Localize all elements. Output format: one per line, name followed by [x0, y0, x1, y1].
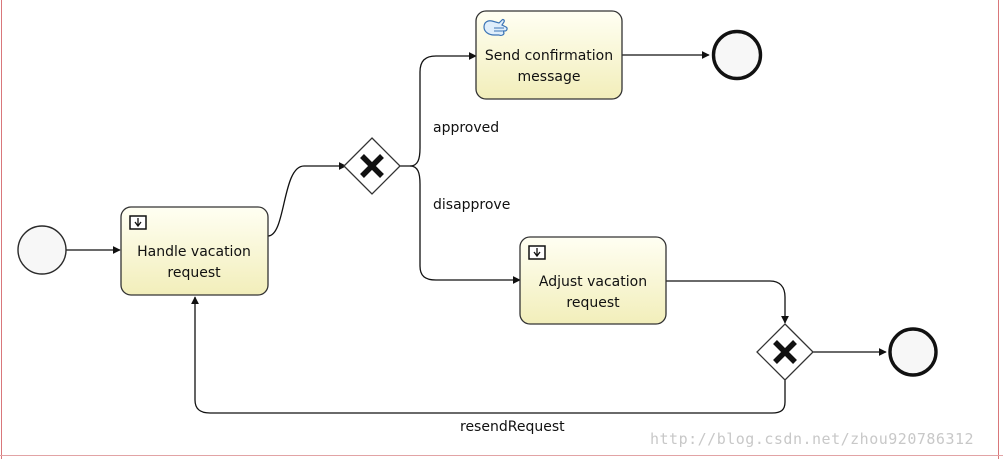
task-label-line2: request	[167, 265, 221, 281]
frame-right-border	[998, 0, 999, 459]
x-mark-icon	[773, 340, 797, 364]
task-adjust-vacation-request[interactable]: Adjust vacation request	[519, 236, 667, 325]
exclusive-gateway-decision[interactable]	[343, 137, 401, 195]
task-label-line2: message	[518, 69, 581, 85]
user-task-form-icon	[129, 215, 147, 230]
frame-left-border	[1, 0, 2, 459]
x-mark-icon	[360, 154, 384, 178]
flow-resend-request[interactable]	[191, 296, 786, 414]
flow-label-resend-request: resendRequest	[460, 419, 565, 435]
task-label-line1: Handle vacation	[137, 244, 251, 260]
end-event-final[interactable]	[888, 327, 938, 377]
task-label-line2: request	[566, 295, 620, 311]
task-send-confirmation-message[interactable]: Send confirmation message	[475, 10, 623, 100]
flow-disapprove[interactable]	[409, 165, 521, 284]
sequence-flows	[66, 51, 887, 414]
exclusive-gateway-merge[interactable]	[756, 323, 814, 381]
flow-handle-to-gateway1[interactable]	[267, 162, 347, 237]
flow-label-disapprove: disapprove	[433, 197, 510, 213]
end-event-confirmed[interactable]	[711, 29, 763, 81]
task-handle-vacation-request[interactable]: Handle vacation request	[120, 206, 269, 296]
task-label-line1: Adjust vacation	[539, 274, 647, 290]
manual-task-hand-icon	[483, 19, 508, 36]
start-event[interactable]	[17, 225, 67, 275]
user-task-form-icon	[528, 245, 546, 260]
flow-adjust-to-gateway2[interactable]	[666, 280, 789, 324]
flow-label-approved: approved	[433, 120, 499, 136]
frame-bottom-border	[0, 455, 1003, 456]
watermark-url: http://blog.csdn.net/zhou920786312	[650, 430, 974, 448]
flow-approved[interactable]	[398, 52, 477, 167]
task-label-line1: Send confirmation	[485, 48, 613, 64]
